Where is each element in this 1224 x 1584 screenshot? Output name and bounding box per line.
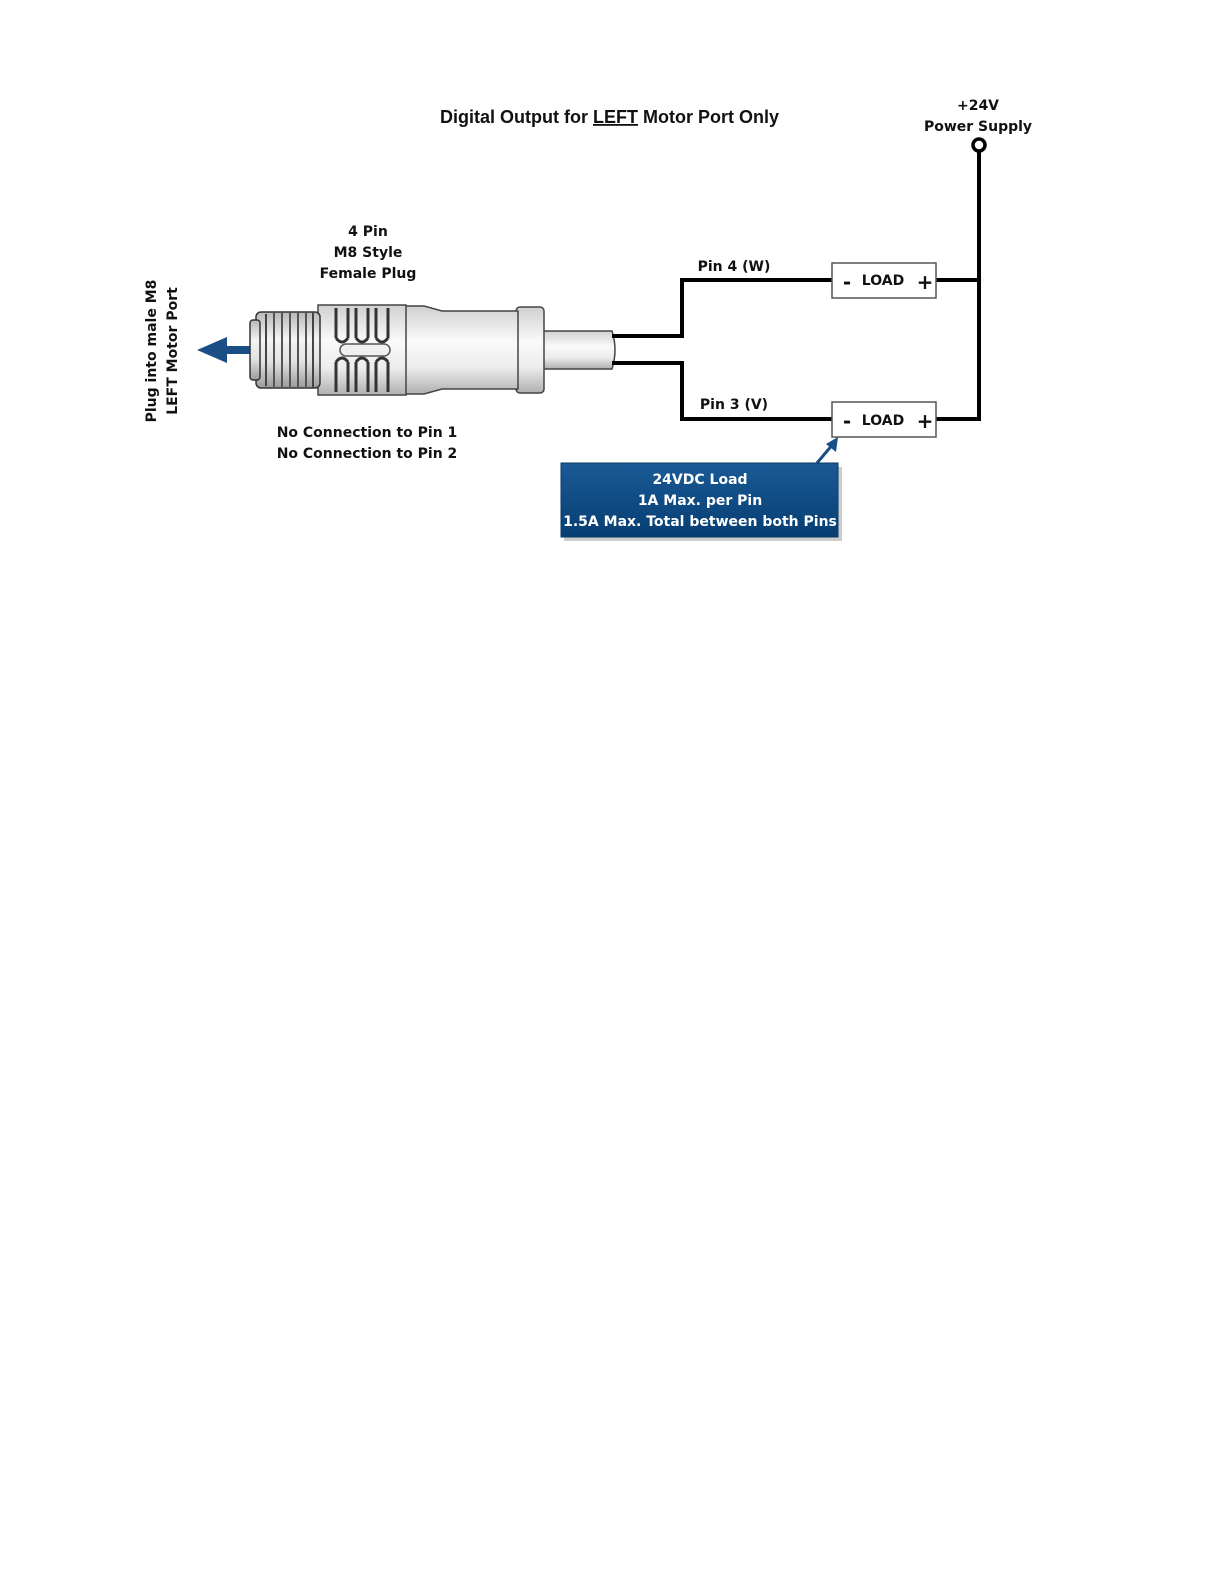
connector-label-line1: 4 Pin (348, 224, 388, 240)
load-top-label: LOAD (862, 273, 904, 289)
pin4-wire (612, 280, 832, 336)
load-bottom-minus: - (843, 409, 851, 433)
direction-arrow-icon (197, 337, 250, 363)
load-bottom-label: LOAD (862, 413, 904, 429)
title-emphasis: LEFT (593, 107, 638, 127)
callout-line2: 1A Max. per Pin (638, 493, 762, 509)
diagram-title: Digital Output for LEFT Motor Port Only (440, 107, 779, 127)
callout-pointer-icon (817, 437, 838, 463)
plug-into-line1: Plug into male M8 (144, 280, 160, 423)
pin4-label: Pin 4 (W) (698, 259, 771, 275)
callout-line3: 1.5A Max. Total between both Pins (563, 514, 837, 530)
load-bottom-plus: + (917, 409, 934, 433)
load-spec-callout: 24VDC Load 1A Max. per Pin 1.5A Max. Tot… (561, 463, 842, 541)
load-top-minus: - (843, 270, 851, 294)
load-box-top: - LOAD + (832, 263, 936, 298)
power-supply-voltage: +24V (957, 98, 999, 114)
no-connection-pin1: No Connection to Pin 1 (277, 425, 458, 441)
m8-female-plug-icon (250, 305, 615, 395)
power-terminal-icon (973, 139, 985, 151)
plug-into-line2: LEFT Motor Port (165, 287, 181, 415)
pin3-label: Pin 3 (V) (700, 397, 768, 413)
title-prefix: Digital Output for (440, 107, 588, 127)
connector-label-line2: M8 Style (334, 245, 403, 261)
callout-line1: 24VDC Load (652, 472, 747, 488)
title-suffix: Motor Port Only (643, 107, 779, 127)
no-connection-pin2: No Connection to Pin 2 (277, 446, 458, 462)
load-top-plus: + (917, 270, 934, 294)
power-supply-label: Power Supply (924, 119, 1032, 135)
supply-rail-wire (936, 151, 979, 419)
load-box-bottom: - LOAD + (832, 402, 936, 437)
connector-label-line3: Female Plug (320, 266, 417, 282)
